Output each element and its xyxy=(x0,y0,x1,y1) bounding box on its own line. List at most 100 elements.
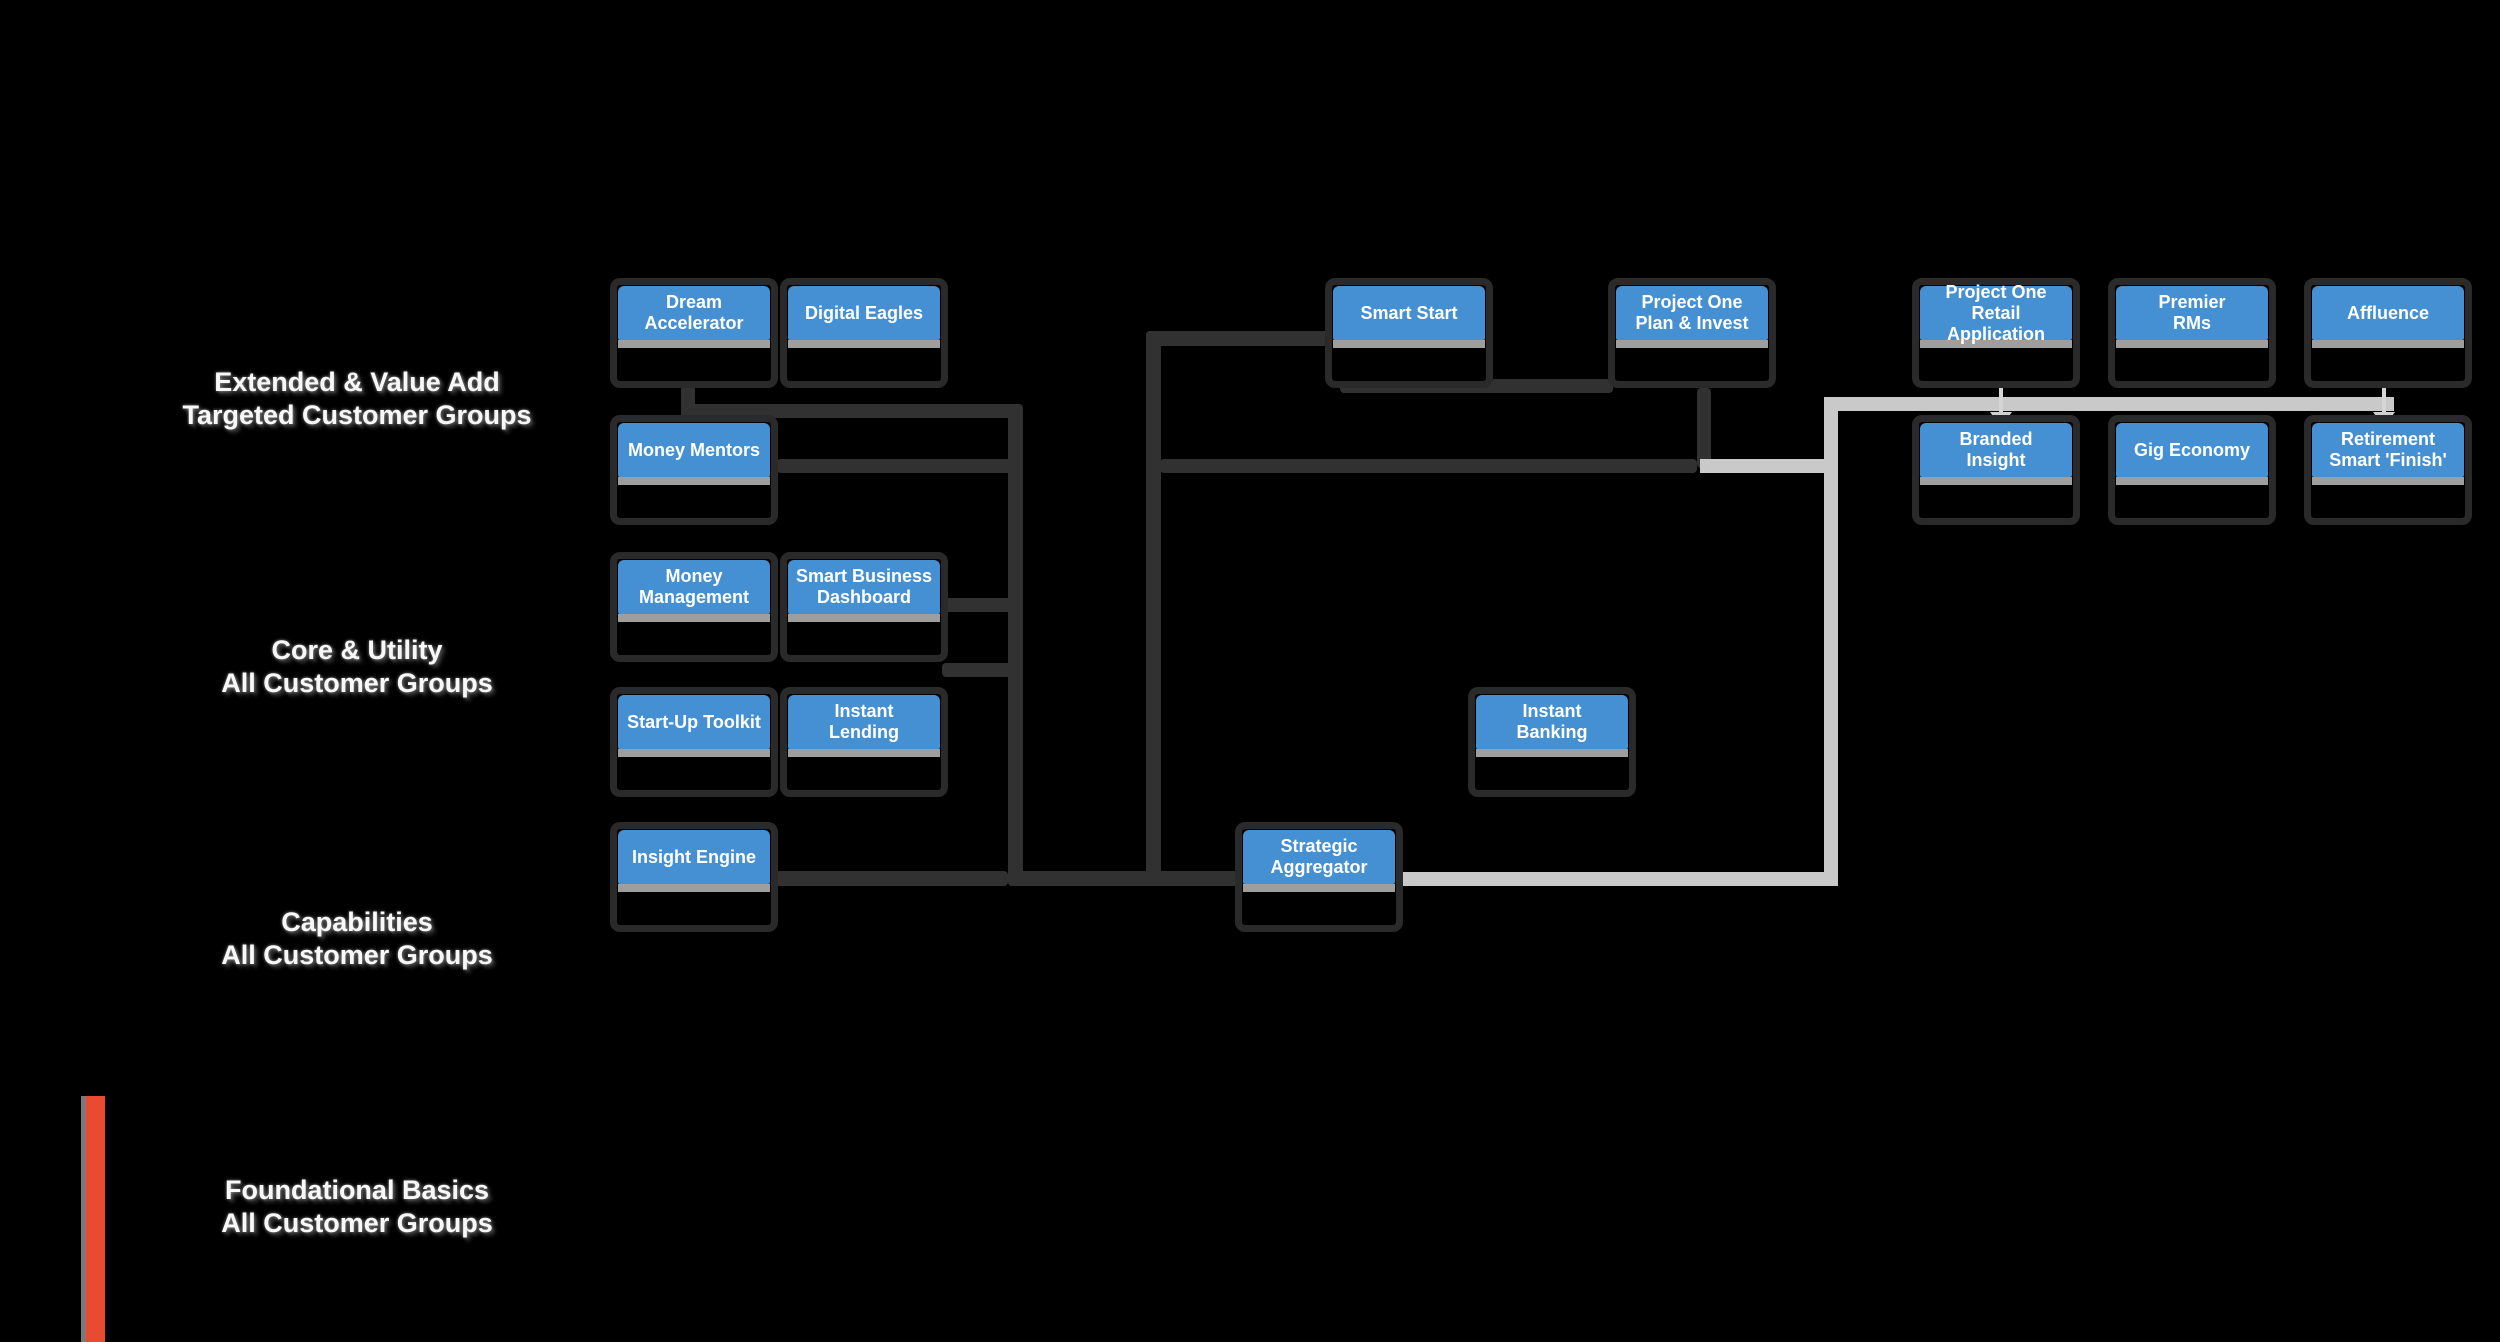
node-label: Project One Plan & Invest xyxy=(1635,292,1749,333)
node-smart-start[interactable]: Smart Start xyxy=(1325,278,1493,388)
node-title: Strategic Aggregator xyxy=(1243,830,1395,884)
node-title: Smart Business Dashboard xyxy=(788,560,940,614)
node-smart-business-dashboard[interactable]: Smart Business Dashboard xyxy=(780,552,948,662)
node-title: Digital Eagles xyxy=(788,286,940,340)
node-project-one-plan-invest[interactable]: Project One Plan & Invest xyxy=(1608,278,1776,388)
connector-dark xyxy=(1146,331,1161,886)
node-money-mentors[interactable]: Money Mentors xyxy=(610,415,778,525)
node-label: Instant Lending xyxy=(829,701,899,742)
node-label: Affluence xyxy=(2346,302,2429,323)
node-strip xyxy=(618,477,770,485)
connector-dark xyxy=(777,459,1017,473)
node-label: Project One Retail Application xyxy=(1945,281,2047,344)
node-label: Dream Accelerator xyxy=(644,292,744,333)
node-strip xyxy=(788,749,940,757)
node-gig-economy[interactable]: Gig Economy xyxy=(2108,415,2276,525)
connector-dark xyxy=(1146,331,1333,346)
row-label-line2: Targeted Customer Groups xyxy=(182,400,532,430)
node-instant-banking[interactable]: Instant Banking xyxy=(1468,687,1636,797)
row-label-line2: All Customer Groups xyxy=(221,940,493,970)
node-title: Money Management xyxy=(618,560,770,614)
node-title: Money Mentors xyxy=(618,423,770,477)
node-insight-engine[interactable]: Insight Engine xyxy=(610,822,778,932)
node-label: Smart Business Dashboard xyxy=(795,566,933,607)
arrow-down-line xyxy=(1999,368,2003,412)
node-strip xyxy=(2312,477,2464,485)
node-title: Affluence xyxy=(2312,286,2464,340)
node-label: Strategic Aggregator xyxy=(1270,836,1368,877)
connector-dark xyxy=(1697,388,1711,468)
node-strip xyxy=(788,340,940,348)
node-strip xyxy=(1333,340,1485,348)
connector-dark xyxy=(942,598,1017,612)
connector-highlight xyxy=(1700,459,1838,473)
node-title: Retirement Smart 'Finish' xyxy=(2312,423,2464,477)
node-start-up-toolkit[interactable]: Start-Up Toolkit xyxy=(610,687,778,797)
node-title: Gig Economy xyxy=(2116,423,2268,477)
connector-dark xyxy=(1008,404,1023,886)
connector-dark xyxy=(942,663,1017,677)
connector-highlight xyxy=(1400,872,1837,886)
node-strip xyxy=(2116,340,2268,348)
node-retirement-smart-finish[interactable]: Retirement Smart 'Finish' xyxy=(2304,415,2472,525)
node-title: Start-Up Toolkit xyxy=(618,695,770,749)
node-strip xyxy=(1476,749,1628,757)
node-label: Branded Insight xyxy=(1959,429,2033,470)
node-premier-rms[interactable]: Premier RMs xyxy=(2108,278,2276,388)
connector-highlight xyxy=(1824,397,2394,411)
node-title: Instant Banking xyxy=(1476,695,1628,749)
node-label: Start-Up Toolkit xyxy=(627,711,761,732)
node-strip xyxy=(1920,477,2072,485)
connector-dark xyxy=(775,871,1008,886)
node-title: Insight Engine xyxy=(618,830,770,884)
node-project-one-retail-application[interactable]: Project One Retail Application xyxy=(1912,278,2080,388)
node-money-management[interactable]: Money Management xyxy=(610,552,778,662)
node-label: Smart Start xyxy=(1360,302,1458,323)
accent-bar-edge xyxy=(81,1096,86,1342)
connector-dark xyxy=(1008,871,1240,886)
node-label: Retirement Smart 'Finish' xyxy=(2329,429,2447,470)
row-label-line1: Core & Utility xyxy=(271,635,443,665)
node-title: Premier RMs xyxy=(2116,286,2268,340)
node-label: Gig Economy xyxy=(2133,439,2250,460)
node-label: Money Mentors xyxy=(627,439,760,460)
node-digital-eagles[interactable]: Digital Eagles xyxy=(780,278,948,388)
node-instant-lending[interactable]: Instant Lending xyxy=(780,687,948,797)
node-strip xyxy=(618,884,770,892)
node-strip xyxy=(1616,340,1768,348)
row-label-line1: Capabilities xyxy=(281,907,433,937)
node-title: Branded Insight xyxy=(1920,423,2072,477)
node-title: Smart Start xyxy=(1333,286,1485,340)
node-strip xyxy=(618,614,770,622)
node-label: Money Management xyxy=(638,566,750,607)
node-strategic-aggregator[interactable]: Strategic Aggregator xyxy=(1235,822,1403,932)
node-label: Insight Engine xyxy=(632,846,756,867)
node-title: Instant Lending xyxy=(788,695,940,749)
connector-dark xyxy=(1160,459,1697,473)
node-strip xyxy=(618,340,770,348)
node-strip xyxy=(788,614,940,622)
node-strip xyxy=(2116,477,2268,485)
node-label: Instant Banking xyxy=(1516,701,1588,742)
node-strip xyxy=(618,749,770,757)
connector-dark xyxy=(681,404,1022,418)
accent-bar xyxy=(86,1096,105,1342)
arrow-down-line xyxy=(2382,368,2386,412)
node-label: Premier RMs xyxy=(2158,292,2226,333)
node-title: Project One Plan & Invest xyxy=(1616,286,1768,340)
node-strip xyxy=(1920,340,2072,348)
node-label: Digital Eagles xyxy=(804,302,924,323)
node-strip xyxy=(1243,884,1395,892)
node-dream-accelerator[interactable]: Dream Accelerator xyxy=(610,278,778,388)
node-affluence[interactable]: Affluence xyxy=(2304,278,2472,388)
row-label-line1: Foundational Basics xyxy=(224,1175,490,1205)
connector-highlight xyxy=(1824,397,1838,886)
row-label-line1: Extended & Value Add xyxy=(214,367,500,397)
row-label-line2: All Customer Groups xyxy=(221,1208,493,1238)
node-branded-insight[interactable]: Branded Insight xyxy=(1912,415,2080,525)
